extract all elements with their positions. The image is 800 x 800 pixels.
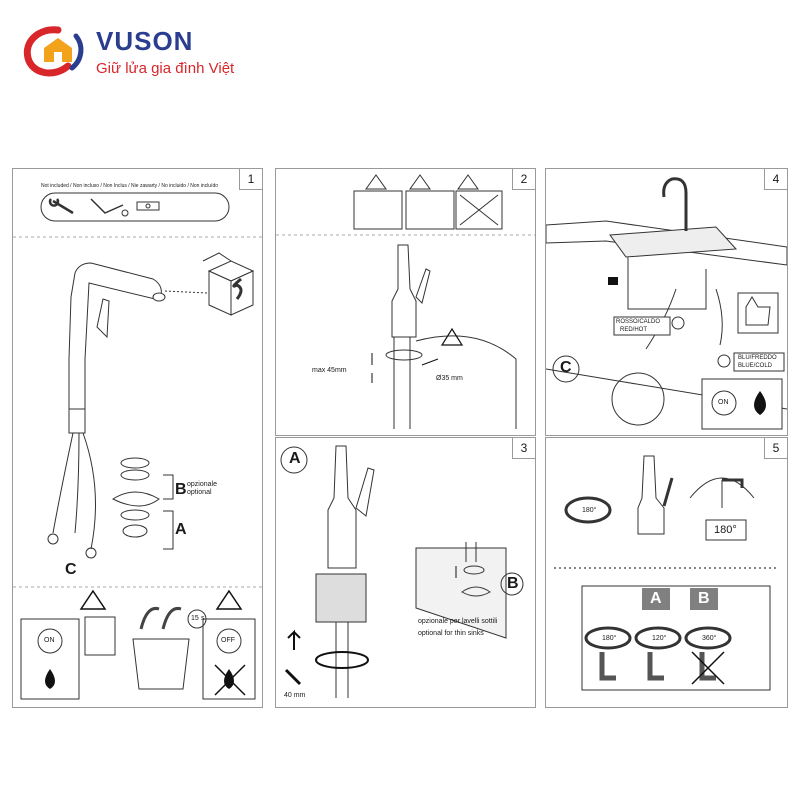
valve-off-icon [216, 628, 242, 654]
step-panel-3: 3 A B opzionale per lavelli sottili opti… [275, 437, 536, 708]
option-b-label: B [698, 590, 710, 607]
hot-label: ROSSO/CALDO [616, 319, 661, 325]
not-included-text: Not included / Non incluso / Non Inclus … [41, 183, 219, 189]
step-3-illustration [280, 445, 524, 698]
up-arrow-icon [287, 629, 301, 650]
label-b-note-en: optional [187, 489, 212, 496]
option-a-label: A [650, 590, 662, 607]
off-label: OFF [221, 637, 235, 644]
thermometer-cold-icon [717, 354, 731, 368]
step-panel-2: 2 max 45mm Ø35 mm [275, 168, 536, 436]
step-number: 5 [764, 438, 787, 459]
brand-name: VUSON [96, 26, 194, 56]
step-number: 2 [512, 169, 535, 190]
label-a: A [175, 521, 187, 538]
bucket-icon [132, 638, 190, 690]
label-b: B [175, 481, 187, 498]
faucet-body-icon [327, 445, 375, 569]
faucet-icon [68, 262, 166, 434]
rotation-180-box-label: 180° [714, 524, 737, 536]
timer-unit: s [201, 615, 205, 622]
diameter-label: Ø35 mm [436, 375, 463, 382]
optional-thin-sinks-it: opzionale per lavelli sottili [418, 618, 498, 625]
valve-on-icon [711, 390, 737, 416]
cold-label: BLU/FREDDO [738, 355, 777, 361]
hot-label-en: RED/HOT [620, 327, 647, 333]
brand-slogan: Giữ lửa gia đình Việt [96, 60, 235, 77]
step-number: 4 [764, 169, 787, 190]
label-b-note: opzionale [187, 481, 217, 488]
rotation-180-label: 180° [582, 507, 597, 514]
allen-key-icon [90, 198, 129, 217]
on-label: ON [718, 399, 729, 406]
water-drop-icon [45, 669, 55, 689]
warning-icon [457, 174, 479, 190]
on-label: ON [44, 637, 55, 644]
wrench-icon [48, 198, 74, 215]
water-drop-icon [754, 391, 766, 415]
timer-icon [187, 609, 207, 629]
step-number: 3 [512, 438, 535, 459]
timer-label: 15 [191, 615, 199, 622]
rotate-arrow-icon [564, 496, 612, 524]
label-a: A [289, 450, 301, 467]
rotate-arrow-icon [315, 651, 369, 669]
warning-icon [440, 327, 464, 346]
rotation-120-label: 120° [652, 635, 667, 642]
wrench-icon [284, 668, 302, 686]
brand-logo-icon [23, 26, 84, 77]
step-number: 1 [239, 169, 262, 190]
step-panel-1: 1 Not included / Non incluso / Non Inclu… [12, 168, 263, 708]
spirit-level-icon [136, 201, 160, 211]
step-4-illustration [546, 177, 787, 430]
warning-icon [215, 589, 243, 610]
label-c: C [65, 561, 77, 578]
label-b: B [507, 575, 519, 592]
cold-label-en: BLUE/COLD [738, 363, 773, 369]
step-5-illustration [554, 455, 778, 691]
faucet-icon [662, 177, 688, 231]
warning-icon [365, 174, 387, 190]
washer-parts-icon [111, 457, 174, 550]
rotation-360-label: 360° [702, 635, 717, 642]
valve-on-icon [37, 628, 63, 654]
step-1-illustration [13, 192, 262, 700]
warning-icon [409, 174, 431, 190]
step-2-illustration [276, 174, 535, 429]
optional-thin-sinks-en: optional for thin sinks [418, 630, 484, 637]
thermometer-hot-icon [671, 316, 685, 330]
max-height-label: max 45mm [312, 367, 347, 374]
label-c: C [560, 359, 572, 376]
faucet-body-icon [391, 244, 431, 429]
step-panel-4: 4 ROSSO/CALDO RED/HOT BLU/FREDDO BLUE/CO… [545, 168, 788, 436]
faucet-icon [637, 455, 665, 535]
brand-header: VUSON Giữ lửa gia đình Việt [18, 22, 278, 82]
step-panel-5: 5 180° 180° A B 180° 120° 360° [545, 437, 788, 708]
wrench-size-label: 40 mm [284, 692, 306, 699]
warning-icon [79, 589, 107, 610]
thumbs-up-icon [745, 296, 771, 326]
rotation-180-c-label: 180° [602, 635, 617, 642]
package-box-icon [202, 252, 255, 316]
